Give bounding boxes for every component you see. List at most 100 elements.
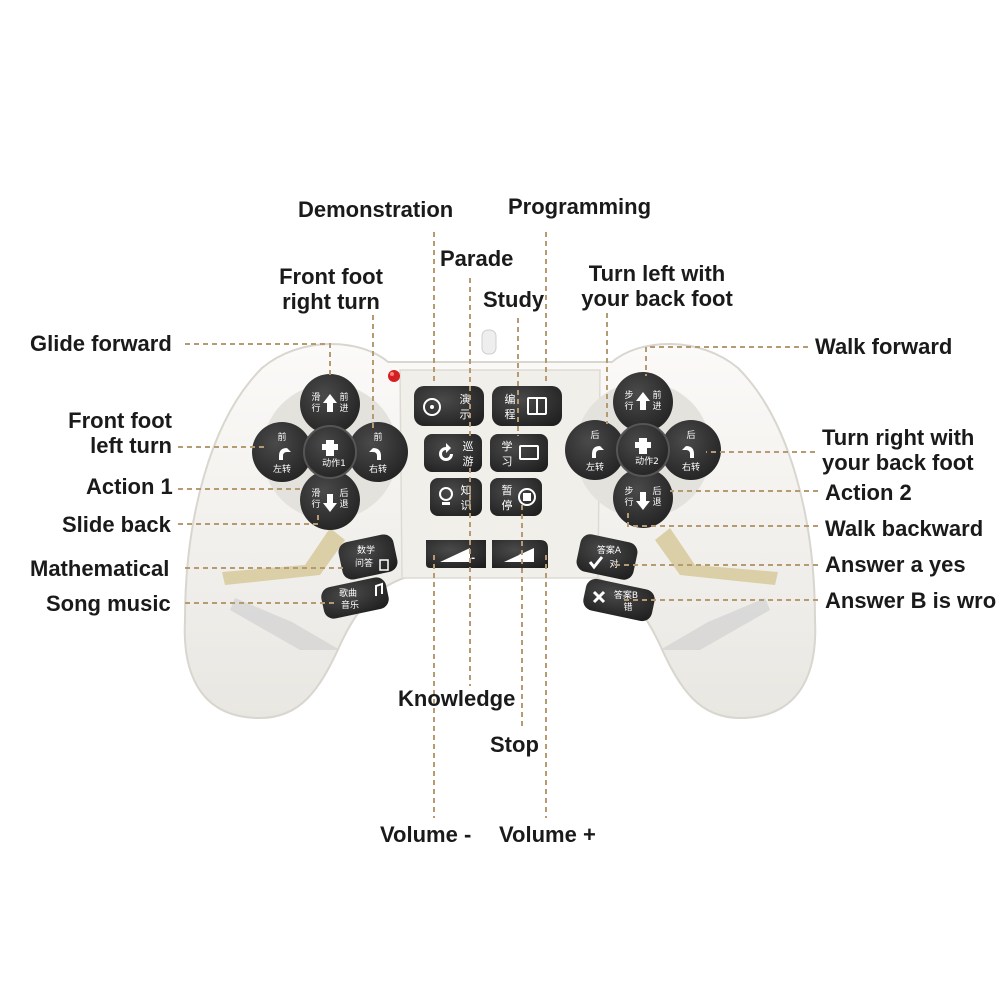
label-volume-plus: Volume + [499,822,596,847]
right-top-char2: 行 [624,400,633,412]
label-action-2: Action 2 [825,480,912,505]
left-top-char1: 滑 [311,392,320,403]
webcam-icon [439,487,453,501]
right-grey-stripe [660,598,770,650]
label-study: Study [483,287,545,312]
answer-b-char1: 答案B [614,589,638,601]
cycle-icon [439,443,453,461]
svg-text:+: + [516,552,524,563]
open-book-icon [519,445,539,460]
demo-char1: 演 [460,392,471,406]
left-dpad: 滑 行 前 进 前 左转 前 右转 动作1 滑 行 后 退 [252,374,408,530]
right-bottom-char3: 后 [652,486,661,497]
right-top-char1: 步 [624,390,633,401]
left-bottom-char1: 滑 [311,488,320,499]
right-bottom-char1: 步 [624,486,633,497]
label-parade: Parade [440,246,514,271]
leader-glide-forward [185,343,331,378]
left-bottom-char2: 行 [311,498,320,510]
left-top-char4: 进 [339,403,348,414]
math-char2: 问答 [355,557,373,569]
right-bottom-char2: 行 [624,496,633,508]
right-left-char1: 后 [590,430,599,441]
left-bottom-char3: 后 [339,488,348,499]
answer-a-char2: 对 [609,558,618,570]
song-char1: 歌曲 [339,587,357,599]
label-turn-right-back-foot: Turn right with your back foot [822,425,975,475]
leader-walk-backward [627,512,818,527]
knowledge-char1: 知 [461,483,472,497]
left-bottom-char4: 退 [339,499,348,510]
label-stop: Stop [490,732,539,757]
label-demonstration: Demonstration [298,197,454,222]
leader-slide-back [178,512,319,525]
label-answer-b-wrong: Answer B is wro [825,588,997,613]
label-programming: Programming [508,194,652,219]
label-walk-backward: Walk backward [825,516,984,541]
song-button[interactable] [319,575,390,620]
right-top-char4: 进 [652,401,661,412]
label-glide-forward: Glide forward [30,331,172,356]
demo-button[interactable] [414,386,484,426]
label-slide-back: Slide back [62,512,171,537]
parade-button[interactable] [424,434,482,472]
study-char1: 学 [502,439,513,453]
left-right-char1: 前 [373,431,382,443]
volume-down-button[interactable] [426,540,486,568]
right-bottom-char4: 退 [652,497,661,508]
stop-char1: 暂 [502,484,513,497]
left-turn-arrow-icon [592,444,604,458]
parade-char1: 巡 [463,440,474,453]
svg-text:-: - [471,553,475,564]
robot-icon [635,438,651,454]
answer-b-char2: 错 [623,601,632,613]
left-turn-arrow-icon [279,446,291,460]
left-left-char2: 左转 [273,463,291,475]
stop-char2: 停 [502,498,513,512]
up-arrow-icon [323,394,337,412]
left-left-char1: 前 [277,431,286,443]
parade-char2: 游 [463,455,474,468]
calculator-icon [379,559,389,571]
program-char1: 编 [505,392,516,406]
left-right-char2: 右转 [369,463,387,475]
down-arrow-icon [636,492,650,510]
answer-a-char1: 答案A [597,544,622,556]
label-answer-a-yes: Answer a yes [825,552,966,577]
stop-button[interactable] [490,478,542,516]
robot-icon [322,440,338,456]
leader-lines [178,232,818,818]
right-dpad: 步 行 前 进 后 左转 后 右转 动作2 步 行 后 退 [565,372,721,528]
label-front-foot-left-turn: Front foot left turn [68,408,172,458]
left-top-char3: 前 [339,391,348,403]
right-center-label: 动作2 [635,455,659,467]
right-right-char2: 右转 [682,461,700,473]
knowledge-char2: 识 [461,499,472,512]
checkmark-icon [588,556,604,570]
math-button[interactable] [337,533,400,582]
down-arrow-icon [323,494,337,512]
right-left-char2: 左转 [586,461,604,473]
right-turn-arrow-icon [682,444,694,458]
math-char1: 数学 [357,544,375,556]
answer-a-button[interactable] [575,532,640,581]
left-gold-stripe [222,528,345,585]
right-right-char1: 后 [686,430,695,441]
program-char2: 程 [505,408,516,421]
label-mathematical: Mathematical [30,556,170,581]
left-top-char2: 行 [311,402,320,414]
label-song-music: Song music [46,591,171,616]
volume-down-icon [440,548,470,562]
knowledge-button[interactable] [430,478,482,516]
label-knowledge: Knowledge [398,686,516,711]
label-turn-left-back-foot: Turn left with your back foot [581,261,733,311]
label-volume-minus: Volume - [380,822,472,847]
answer-b-button[interactable] [581,577,656,623]
antenna-stub [481,329,497,355]
label-front-foot-right-turn: Front foot right turn [279,264,383,314]
right-top-char3: 前 [652,389,661,401]
up-arrow-icon [636,392,650,410]
stop-circle-icon [518,488,536,506]
